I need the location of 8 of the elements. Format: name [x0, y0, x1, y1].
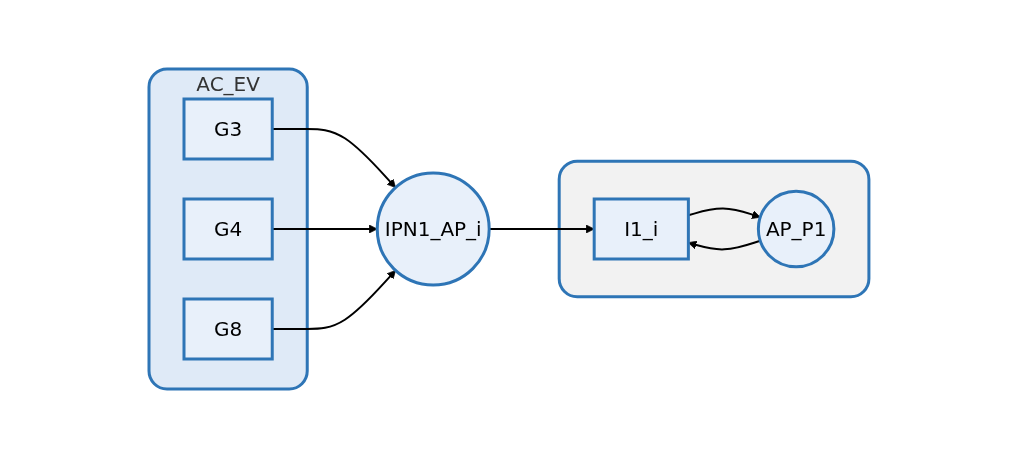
node-circle: AP_P1 [756, 189, 835, 268]
node-circle: IPN1_AP_i [375, 171, 491, 286]
node-box: G4 [182, 197, 274, 260]
node-box: G3 [182, 97, 274, 160]
cluster [557, 159, 870, 298]
node-box: I1_i [592, 197, 690, 260]
arrow [687, 239, 761, 250]
node-box: G8 [182, 297, 274, 360]
